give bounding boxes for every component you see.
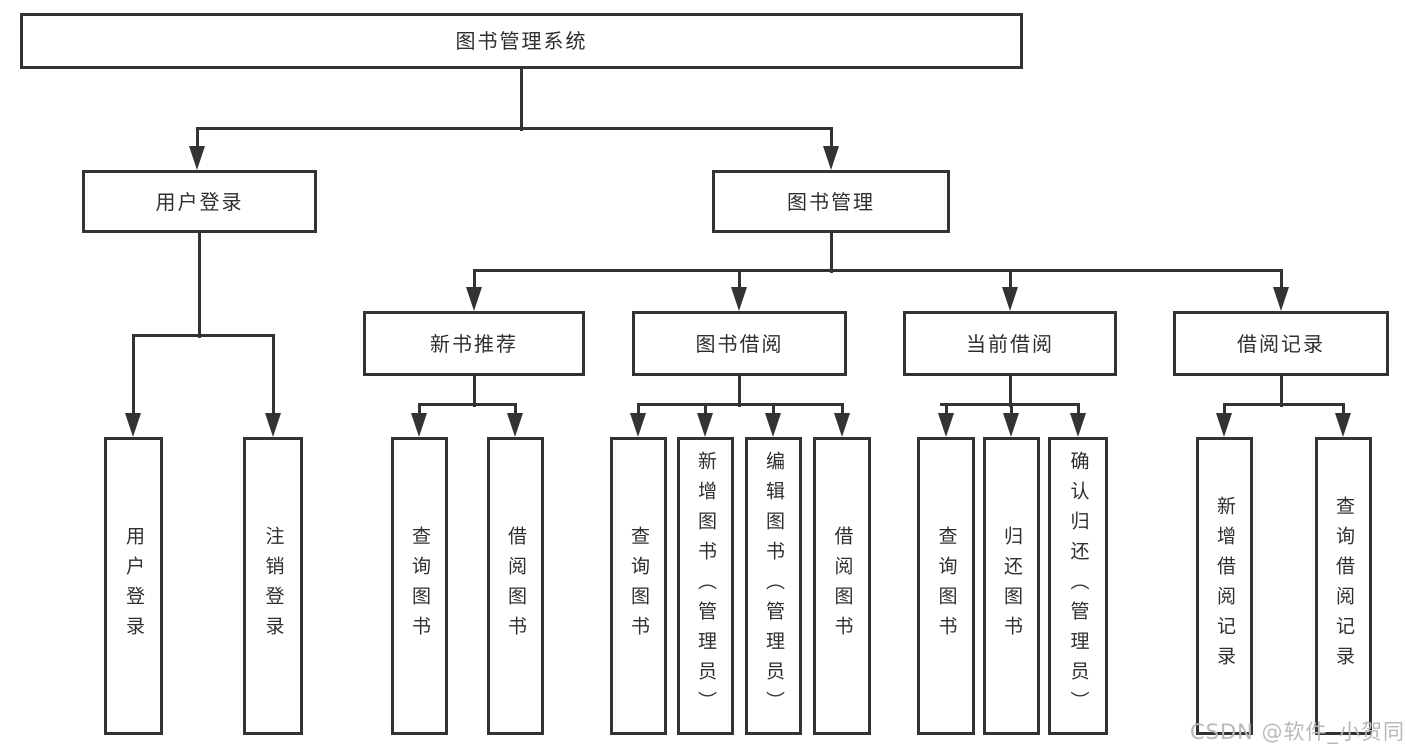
arrowhead-down-icon bbox=[466, 287, 482, 311]
node-book-management-label: 图书管理 bbox=[787, 189, 875, 214]
connector-horizontal bbox=[418, 403, 517, 406]
node-user-login-label: 用户登录 bbox=[155, 189, 244, 214]
connector-vertical bbox=[738, 376, 741, 407]
node-new-book-recommend-label: 新书推荐 bbox=[430, 331, 518, 356]
leaf-query-books-current: 查询图书 bbox=[917, 437, 975, 735]
connector-horizontal bbox=[196, 127, 833, 130]
arrowhead-down-icon bbox=[731, 287, 747, 311]
leaf-query-books-recommend: 查询图书 bbox=[391, 437, 448, 735]
arrowhead-down-icon bbox=[507, 413, 523, 437]
node-current-borrow: 当前借阅 bbox=[903, 311, 1117, 376]
node-borrow-records: 借阅记录 bbox=[1173, 311, 1389, 376]
connector-vertical bbox=[830, 233, 833, 273]
connector-horizontal bbox=[473, 269, 1283, 272]
connector-vertical bbox=[132, 335, 135, 419]
arrowhead-down-icon bbox=[189, 146, 205, 170]
arrowhead-down-icon bbox=[834, 413, 850, 437]
connector-vertical bbox=[272, 335, 275, 419]
leaf-query-books-borrow: 查询图书 bbox=[610, 437, 667, 735]
arrowhead-down-icon bbox=[697, 413, 713, 437]
leaf-confirm-return-admin-label: 确认归还（管理员） bbox=[1067, 451, 1090, 721]
leaf-logout-label: 注销登录 bbox=[262, 526, 285, 646]
node-root-label: 图书管理系统 bbox=[455, 29, 588, 53]
connector-vertical bbox=[198, 233, 201, 338]
leaf-add-book-admin: 新增图书（管理员） bbox=[677, 437, 734, 735]
arrowhead-down-icon bbox=[823, 146, 839, 170]
arrowhead-down-icon bbox=[1216, 413, 1232, 437]
leaf-logout: 注销登录 bbox=[243, 437, 303, 735]
leaf-borrow-books-label: 借阅图书 bbox=[831, 526, 854, 646]
node-user-login: 用户登录 bbox=[82, 170, 317, 233]
leaf-add-borrow-record: 新增借阅记录 bbox=[1196, 437, 1253, 735]
leaf-query-books-borrow-label: 查询图书 bbox=[628, 526, 650, 646]
node-book-management: 图书管理 bbox=[712, 170, 950, 233]
connector-vertical bbox=[418, 404, 421, 419]
leaf-edit-book-admin-label: 编辑图书（管理员） bbox=[763, 451, 785, 721]
connector-vertical bbox=[1010, 404, 1013, 419]
arrowhead-down-icon bbox=[125, 413, 141, 437]
arrowhead-down-icon bbox=[265, 413, 281, 437]
connector-vertical bbox=[514, 404, 517, 419]
connector-vertical bbox=[637, 404, 640, 419]
connector-vertical bbox=[473, 376, 476, 407]
node-new-book-recommend: 新书推荐 bbox=[363, 311, 585, 376]
connector-horizontal bbox=[940, 403, 1080, 406]
leaf-user-login: 用户登录 bbox=[104, 437, 163, 735]
connector-vertical bbox=[1223, 404, 1226, 419]
connector-vertical bbox=[945, 404, 948, 419]
leaf-borrow-books: 借阅图书 bbox=[813, 437, 871, 735]
connector-vertical bbox=[1342, 404, 1345, 419]
leaf-return-book-label: 归还图书 bbox=[1001, 526, 1023, 646]
connector-vertical bbox=[1009, 376, 1012, 407]
node-borrow-records-label: 借阅记录 bbox=[1237, 331, 1325, 356]
arrowhead-down-icon bbox=[1070, 413, 1086, 437]
connector-vertical bbox=[841, 404, 844, 419]
leaf-return-book: 归还图书 bbox=[983, 437, 1040, 735]
leaf-borrow-books-recommend: 借阅图书 bbox=[487, 437, 544, 735]
arrowhead-down-icon bbox=[411, 413, 427, 437]
arrowhead-down-icon bbox=[1003, 413, 1019, 437]
connector-horizontal bbox=[637, 403, 844, 406]
arrowhead-down-icon bbox=[1002, 287, 1018, 311]
leaf-add-book-admin-label: 新增图书（管理员） bbox=[695, 451, 717, 721]
connector-vertical bbox=[830, 128, 833, 155]
connector-vertical bbox=[1009, 270, 1012, 293]
connector-vertical bbox=[738, 270, 741, 293]
connector-vertical bbox=[1077, 404, 1080, 419]
connector-vertical bbox=[704, 404, 707, 419]
node-root: 图书管理系统 bbox=[20, 13, 1023, 69]
connector-vertical bbox=[520, 69, 523, 131]
arrowhead-down-icon bbox=[765, 413, 781, 437]
csdn-watermark: CSDN @软件_小贺同学 bbox=[1190, 720, 1405, 744]
leaf-query-borrow-record-label: 查询借阅记录 bbox=[1333, 496, 1355, 676]
connector-horizontal bbox=[1223, 403, 1345, 406]
connector-horizontal bbox=[132, 334, 275, 337]
leaf-edit-book-admin: 编辑图书（管理员） bbox=[745, 437, 802, 735]
node-book-borrow: 图书借阅 bbox=[632, 311, 847, 376]
leaf-query-books-current-label: 查询图书 bbox=[935, 526, 958, 646]
arrowhead-down-icon bbox=[630, 413, 646, 437]
leaf-query-books-recommend-label: 查询图书 bbox=[409, 526, 431, 646]
leaf-user-login-label: 用户登录 bbox=[123, 526, 145, 646]
node-book-borrow-label: 图书借阅 bbox=[695, 331, 784, 356]
leaf-borrow-books-recommend-label: 借阅图书 bbox=[505, 526, 527, 646]
arrowhead-down-icon bbox=[1273, 287, 1289, 311]
connector-vertical bbox=[1280, 270, 1283, 293]
leaf-query-borrow-record: 查询借阅记录 bbox=[1315, 437, 1372, 735]
leaf-add-borrow-record-label: 新增借阅记录 bbox=[1214, 496, 1236, 676]
connector-vertical bbox=[1280, 376, 1283, 407]
node-current-borrow-label: 当前借阅 bbox=[966, 331, 1054, 356]
leaf-confirm-return-admin: 确认归还（管理员） bbox=[1048, 437, 1108, 735]
arrowhead-down-icon bbox=[938, 413, 954, 437]
connector-vertical bbox=[196, 128, 199, 155]
connector-vertical bbox=[473, 270, 476, 293]
connector-vertical bbox=[772, 404, 775, 419]
arrowhead-down-icon bbox=[1335, 413, 1351, 437]
